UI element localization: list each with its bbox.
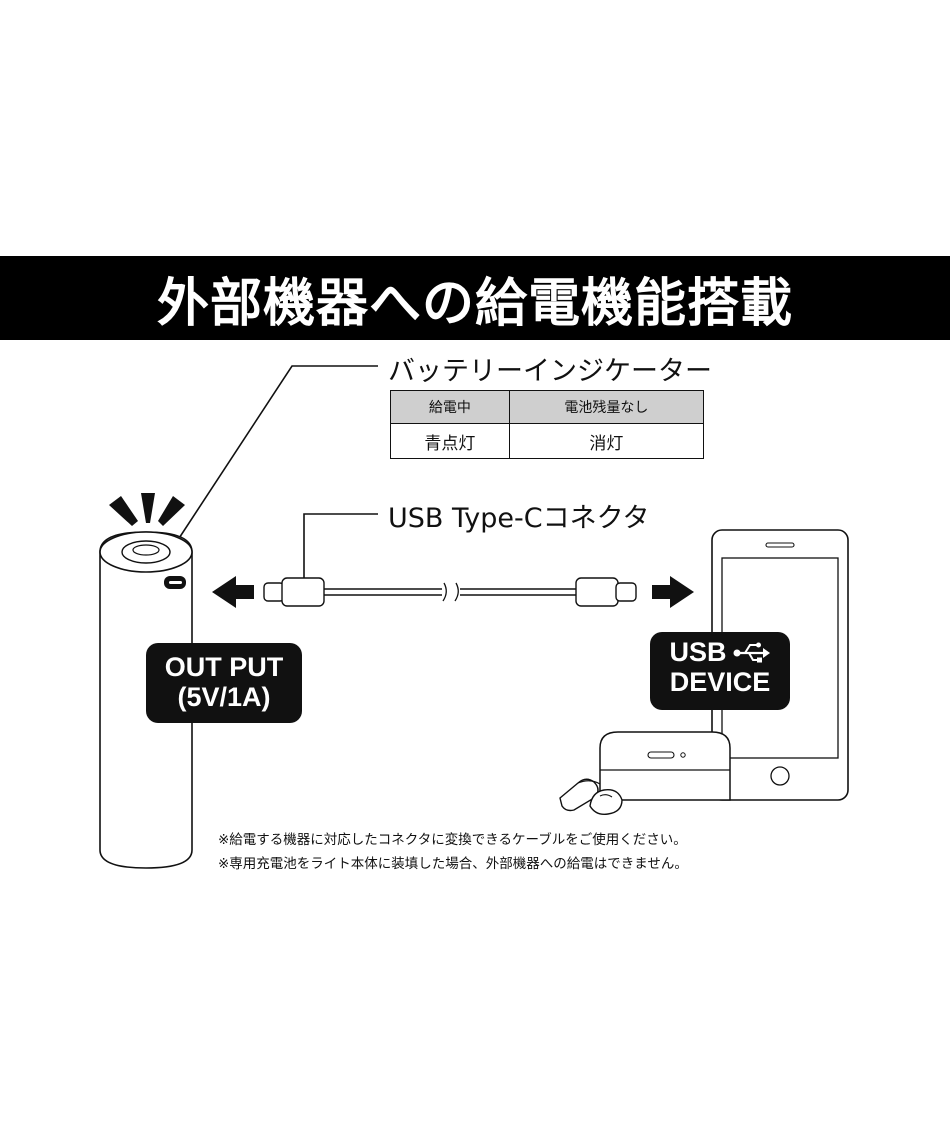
table-header-cell: 電池残量なし <box>508 390 705 424</box>
arrow-left-icon <box>212 576 254 608</box>
notes: ※給電する機器に対応したコネクタに変換できるケーブルをご使用ください。 ※専用充… <box>218 828 688 876</box>
output-badge-line2: (5V/1A) <box>177 681 271 712</box>
usb-c-cable <box>263 577 637 607</box>
table-cell: 青点灯 <box>390 423 510 459</box>
output-badge-line1: OUT PUT <box>164 652 284 682</box>
output-badge: OUT PUT (5V/1A) <box>146 643 302 723</box>
connector-leader-line <box>303 513 378 578</box>
page-title: 外部機器への給電機能搭載 <box>156 273 793 334</box>
note-line: ※給電する機器に対応したコネクタに変換できるケーブルをご使用ください。 <box>218 832 687 848</box>
note-line: ※専用充電池をライト本体に装填した場合、外部機器への給電はできません。 <box>218 856 688 872</box>
arrow-right-icon <box>652 576 694 608</box>
battery-indicator-label: バッテリーインジケーター <box>388 356 712 387</box>
table-header-row: 給電中 電池残量なし <box>390 390 705 424</box>
usb-icon <box>733 642 770 663</box>
table-header-cell: 給電中 <box>390 390 510 424</box>
earbud-left <box>559 778 601 812</box>
usb-device-badge-line1: USB <box>669 637 727 667</box>
usb-device-badge-row: USB <box>650 637 790 668</box>
table-cell: 消灯 <box>508 423 705 459</box>
earbud-right <box>589 789 623 816</box>
indicator-table: 給電中 電池残量なし 青点灯 消灯 <box>390 390 705 459</box>
indicator-leader-line <box>169 365 378 553</box>
earbuds-case <box>599 731 731 801</box>
table-row: 青点灯 消灯 <box>390 423 705 459</box>
light-rays-icon <box>109 493 185 526</box>
connector-label: USB Type-Cコネクタ <box>388 503 650 534</box>
title-banner: 外部機器への給電機能搭載 <box>0 256 950 340</box>
usb-device-badge: USB DEVICE <box>650 632 790 710</box>
usb-device-badge-line2: DEVICE <box>669 666 771 697</box>
